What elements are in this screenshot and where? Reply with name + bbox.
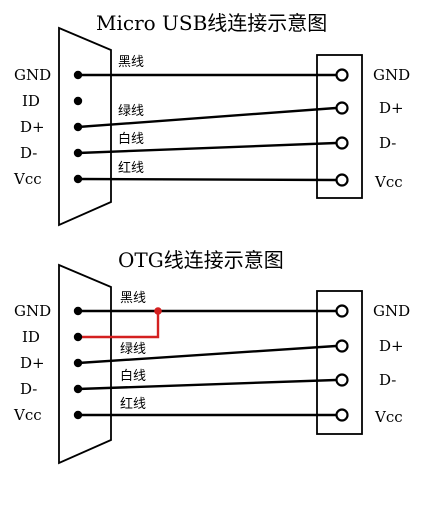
micro-usb-wire-label-white: 白线 bbox=[118, 131, 144, 147]
micro-usb-left-pin-gnd: GND bbox=[14, 66, 51, 84]
micro-usb-wire-label-red: 红线 bbox=[118, 160, 144, 176]
micro-usb-socket-gnd bbox=[335, 68, 349, 82]
micro-usb-right-pin-dminus: D- bbox=[379, 134, 396, 152]
micro-usb-wire-label-green: 绿线 bbox=[118, 104, 144, 119]
otg-left-pin-id: ID bbox=[22, 328, 40, 346]
otg-wire-label-red: 红线 bbox=[120, 396, 146, 412]
otg-left-pin-dminus: D- bbox=[20, 380, 37, 398]
otg-pin-dot-gnd bbox=[73, 306, 83, 316]
otg-right-pin-vcc: Vcc bbox=[374, 408, 403, 426]
otg-right-pin-dminus: D- bbox=[379, 371, 396, 389]
otg-id-gnd-junction bbox=[154, 307, 162, 315]
micro-usb-section: Micro USB线连接示意图 GND ID D+ D- Vcc 黑线 绿线 白… bbox=[13, 11, 410, 227]
micro-usb-right-connector-box bbox=[316, 54, 363, 199]
micro-usb-wire-label-black: 黑线 bbox=[118, 55, 144, 70]
otg-plug-outline bbox=[58, 263, 112, 465]
otg-socket-dplus bbox=[335, 339, 349, 353]
otg-socket-vcc bbox=[335, 408, 349, 422]
otg-left-pin-dplus: D+ bbox=[20, 354, 45, 372]
otg-right-pin-gnd: GND bbox=[373, 302, 410, 320]
otg-socket-dminus bbox=[335, 373, 349, 387]
otg-left-pin-vcc: Vcc bbox=[13, 406, 42, 424]
otg-id-to-gnd-wire bbox=[78, 311, 160, 339]
otg-left-pin-gnd: GND bbox=[14, 302, 51, 320]
otg-pin-dot-id bbox=[73, 332, 83, 342]
otg-title: OTG线连接示意图 bbox=[118, 248, 284, 272]
micro-usb-pin-dot-id bbox=[73, 96, 83, 106]
micro-usb-socket-dminus bbox=[335, 136, 349, 150]
micro-usb-socket-vcc bbox=[335, 173, 349, 187]
otg-wire-label-green: 绿线 bbox=[120, 342, 146, 357]
micro-usb-plug-outline bbox=[58, 26, 112, 227]
micro-usb-right-pin-gnd: GND bbox=[373, 66, 410, 84]
otg-right-connector-box bbox=[316, 290, 363, 435]
micro-usb-wire-dminus bbox=[77, 141, 337, 155]
otg-pin-dot-vcc bbox=[73, 410, 83, 420]
otg-wire-label-black: 黑线 bbox=[120, 291, 146, 306]
micro-usb-socket-dplus bbox=[335, 101, 349, 115]
otg-socket-gnd bbox=[335, 304, 349, 318]
micro-usb-left-pin-id: ID bbox=[22, 92, 40, 110]
otg-wire-dminus bbox=[77, 378, 337, 391]
micro-usb-right-pin-vcc: Vcc bbox=[374, 173, 403, 191]
otg-right-pin-dplus: D+ bbox=[379, 337, 404, 355]
micro-usb-left-pin-vcc: Vcc bbox=[13, 170, 42, 188]
otg-wire-dplus bbox=[77, 344, 337, 365]
otg-wire-label-white: 白线 bbox=[120, 368, 146, 384]
micro-usb-left-pin-dminus: D- bbox=[20, 144, 37, 162]
micro-usb-title: Micro USB线连接示意图 bbox=[96, 11, 327, 35]
micro-usb-wire-vcc bbox=[77, 177, 337, 182]
micro-usb-wire-dplus bbox=[77, 106, 337, 129]
otg-pin-dot-dplus bbox=[73, 358, 83, 368]
otg-pin-dot-dminus bbox=[73, 384, 83, 394]
micro-usb-right-pin-dplus: D+ bbox=[379, 99, 404, 117]
otg-section: OTG线连接示意图 GND ID D+ D- Vcc 黑线 绿线 白线 红线 bbox=[13, 248, 410, 465]
micro-usb-left-pin-dplus: D+ bbox=[20, 118, 45, 136]
